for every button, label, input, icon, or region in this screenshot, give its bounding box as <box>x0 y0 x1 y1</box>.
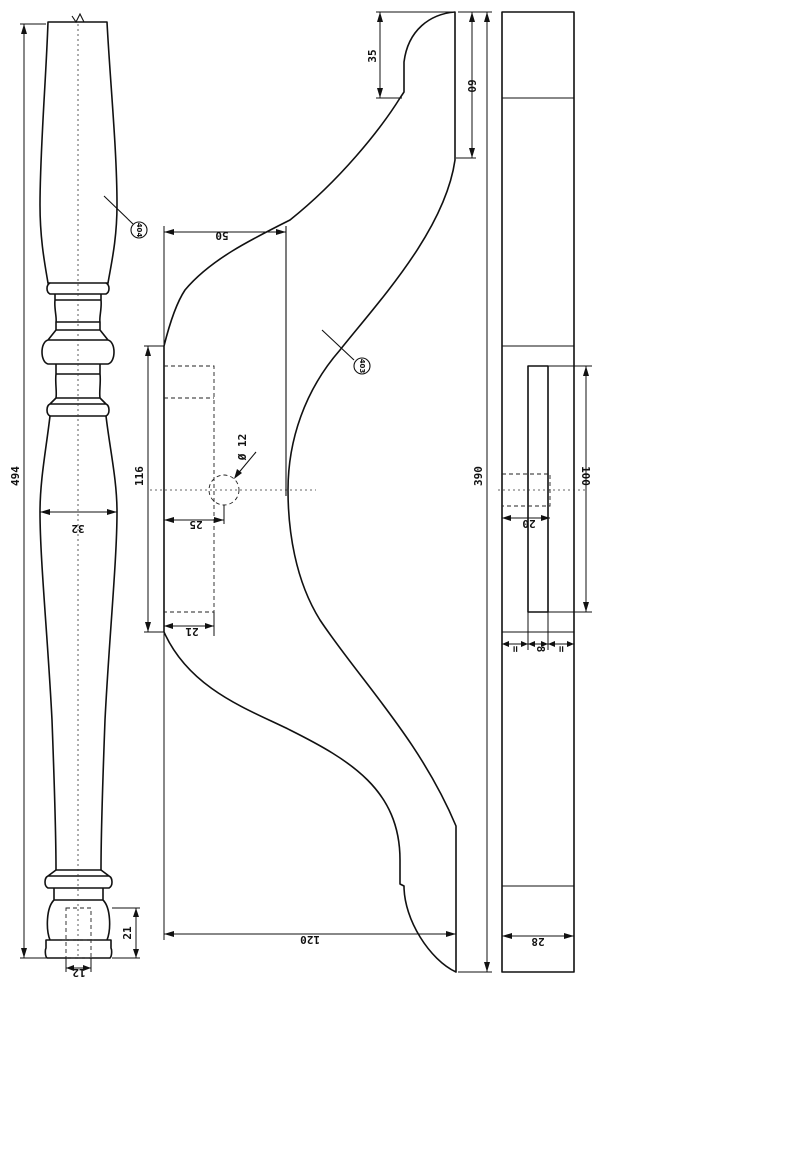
foot-dowel-hole <box>208 474 240 506</box>
side-thickness-label: 28 <box>531 935 544 948</box>
leg-tenon-hidden <box>65 907 92 959</box>
foot-mortise-hidden <box>164 365 215 613</box>
foot-length-label: 390 <box>472 466 485 486</box>
leg-lower-shaft <box>39 415 118 871</box>
side-view-outline <box>501 11 575 973</box>
leg-break-mark <box>71 12 85 24</box>
leg-tenon-length-label: 21 <box>121 926 134 940</box>
leg-upper-shaft <box>39 21 118 284</box>
foot-hole-offset-label: 25 <box>189 518 202 531</box>
leg-height-label: 494 <box>9 466 22 486</box>
foot-mortise-height-label: 116 <box>133 466 146 486</box>
side-mortise-length-label: 100 <box>579 466 592 486</box>
foot-max-width-label: 120 <box>300 933 320 946</box>
side-mortise-slot <box>527 365 549 613</box>
side-mortise-depth-label: 20 <box>522 517 535 530</box>
side-mortise-width-label: 8 <box>534 646 547 653</box>
leg-part-callout <box>130 221 148 239</box>
foot-profile <box>163 11 457 973</box>
leg-diameter-label: 32 <box>71 522 84 535</box>
leg-part-number: 404 <box>135 223 143 238</box>
foot-front-view: 403 35 60 50 Ø 12 116 <box>133 11 492 973</box>
foot-part-callout <box>353 357 371 375</box>
leg-lower-collars <box>44 869 113 959</box>
foot-side-view: 100 20 = 8 = 28 <box>498 11 592 973</box>
foot-hole-diameter-label: Ø 12 <box>236 434 249 462</box>
foot-top-notch-label: 35 <box>366 49 379 62</box>
side-equal-right-label: = <box>555 646 568 653</box>
foot-part-number: 403 <box>358 359 366 374</box>
foot-mortise-depth-label: 21 <box>185 625 199 638</box>
turned-leg-view: 404 494 32 21 12 <box>9 12 148 979</box>
foot-half-width-label: 50 <box>215 229 228 242</box>
leg-tenon-diameter-label: 12 <box>72 966 85 979</box>
foot-top-height-label: 60 <box>465 79 478 92</box>
side-equal-left-label: = <box>509 646 522 653</box>
